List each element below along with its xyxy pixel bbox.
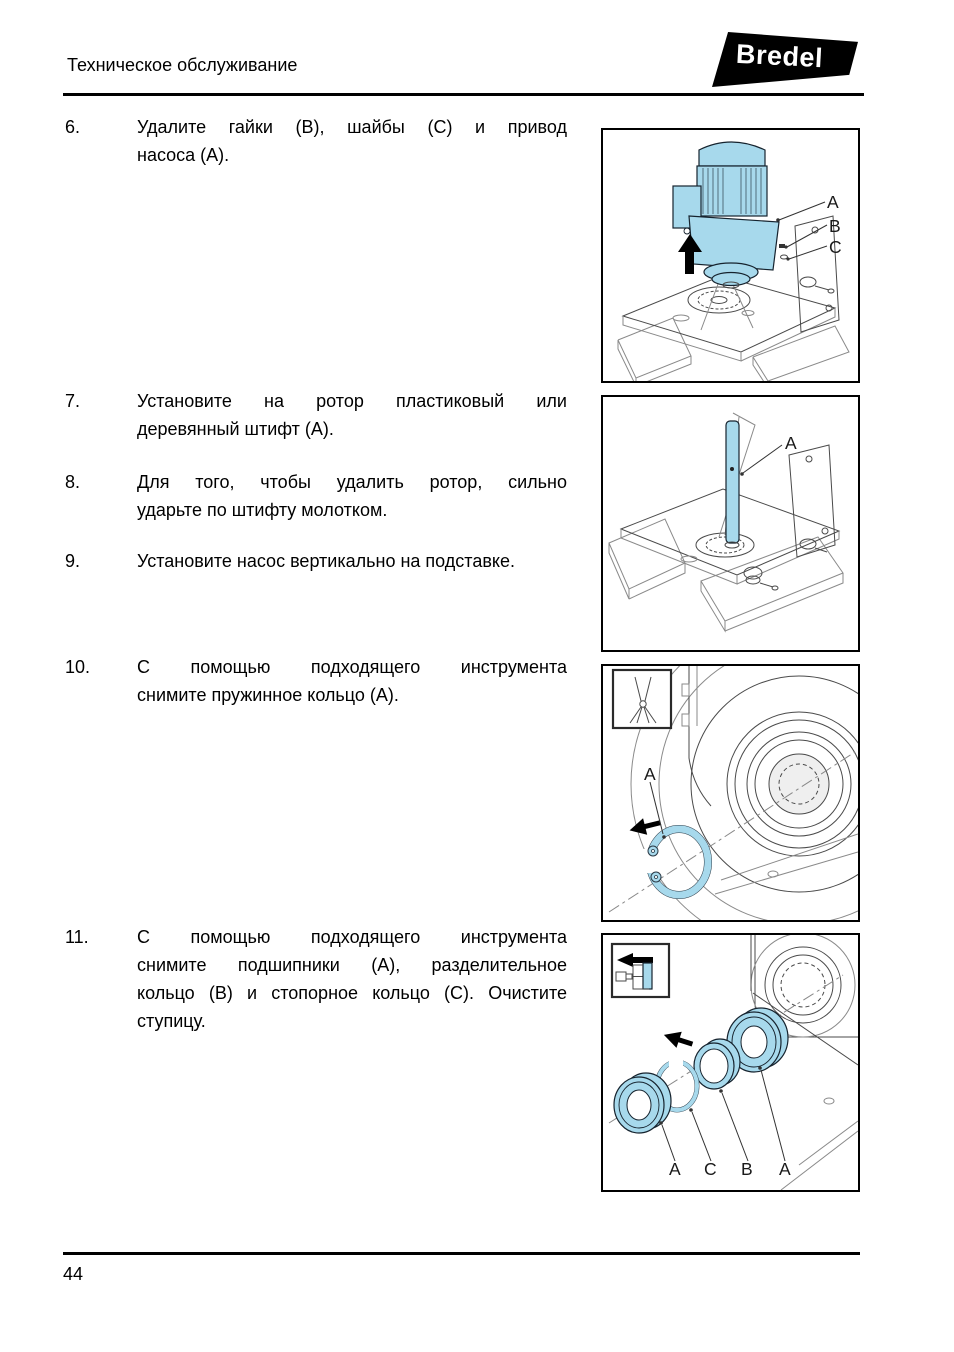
step-item-7: 7. Установите на ротор пластиковый или д…: [65, 387, 567, 443]
pump-base: [617, 215, 850, 381]
footer-divider: [63, 1252, 860, 1255]
rotor-hub-closeup: [750, 935, 858, 1190]
part-label-b: B: [741, 1159, 753, 1179]
figure-remove-drive-illustration: [617, 141, 850, 381]
step-text: Установите насос вертикально на подставк…: [137, 547, 567, 575]
up-arrow-icon: [678, 234, 702, 274]
step-text-line: снимите подшипники (A), разделительное: [137, 955, 567, 975]
leader-lines: [659, 1066, 786, 1162]
puller-tool-inset: [610, 942, 671, 999]
step-text-line: деревянный штифт (A).: [137, 419, 334, 439]
page-number: 44: [63, 1264, 84, 1284]
part-label-c: C: [704, 1159, 717, 1179]
step-item-10: 10. С помощью подходящего инструмента сн…: [65, 653, 567, 709]
figure-wooden-pin-illustration: [608, 412, 844, 633]
step-item-8: 8. Для того, чтобы удалить ротор, сильно…: [65, 468, 567, 524]
brand-logo-text: Bredel: [735, 38, 824, 74]
step-text: Установите на ротор пластиковый или дере…: [137, 387, 567, 443]
step-text-line: насоса (A).: [137, 145, 230, 165]
figure-remove-drive: A B C: [601, 128, 860, 383]
step-text-line: Установите на ротор пластиковый или: [137, 391, 567, 411]
figure-wooden-pin: A: [601, 395, 860, 652]
step-text-line: кольцо (B) и стопорное кольцо (C). Очист…: [137, 983, 567, 1003]
part-label-a: A: [827, 192, 839, 212]
pump-drive: [672, 141, 780, 289]
leader-lines: [776, 201, 828, 261]
center-axis: [608, 751, 856, 913]
nut-glyph: [779, 244, 785, 248]
part-label-c: C: [829, 237, 842, 257]
bearing-left: [613, 1072, 672, 1134]
figure-remove-bearings: A C B A: [601, 933, 860, 1192]
step-text: Для того, чтобы удалить ротор, сильно уд…: [137, 468, 567, 524]
step-text: Удалите гайки (B), шайбы (C) и привод на…: [137, 113, 567, 169]
step-text-line: Установите насос вертикально на подставк…: [137, 551, 515, 571]
spacer-ring: [693, 1038, 741, 1090]
figure-remove-bearings-illustration: [608, 935, 858, 1190]
part-label-a: A: [669, 1159, 681, 1179]
rotor-hub-closeup: [630, 666, 858, 920]
step-text: С помощью подходящего инструмента снимит…: [137, 653, 567, 709]
step-number: 8.: [65, 472, 81, 492]
step-text-line: Удалите гайки (B), шайбы (C) и привод: [137, 117, 567, 137]
step-text-line: снимите пружинное кольцо (A).: [137, 685, 399, 705]
part-label-a: A: [785, 433, 797, 453]
figure-remove-circlip-illustration: [608, 666, 858, 920]
brand-logo: Bredel: [712, 32, 858, 87]
step-text-line: Для того, чтобы удалить ротор, сильно: [137, 472, 567, 492]
part-label-b: B: [829, 216, 841, 236]
bearing-right: [726, 1007, 789, 1073]
step-number: 7.: [65, 391, 81, 411]
pull-arrow-icon: [663, 1031, 694, 1048]
wooden-pin: [724, 420, 740, 549]
puller-tool-icon: [615, 953, 653, 990]
step-item-11: 11. С помощью подходящего инструмента сн…: [65, 923, 567, 1035]
step-number: 11.: [65, 927, 89, 947]
step-item-9: 9. Установите насос вертикально на подст…: [65, 547, 567, 575]
step-text-line: С помощью подходящего инструмента: [137, 927, 567, 947]
figure-remove-circlip: A: [601, 664, 860, 922]
step-text-line: ступицу.: [137, 1011, 206, 1031]
section-title: Техническое обслуживание: [67, 55, 298, 75]
step-number: 6.: [65, 117, 81, 137]
circlip: [641, 825, 712, 899]
circlip-pliers-inset: [611, 668, 673, 730]
step-text-line: С помощью подходящего инструмента: [137, 657, 567, 677]
step-item-6: 6. Удалите гайки (B), шайбы (C) и привод…: [65, 113, 567, 169]
pull-arrow-icon: [629, 818, 662, 835]
leader-lines: [649, 781, 666, 839]
support-blocks: [608, 518, 844, 633]
step-number: 9.: [65, 551, 81, 571]
circlip-pliers-icon: [629, 676, 657, 724]
part-label-a: A: [644, 764, 656, 784]
step-text: С помощью подходящего инструмента снимит…: [137, 923, 567, 1035]
step-number: 10.: [65, 657, 91, 677]
leader-lines: [740, 444, 783, 476]
part-label-a: A: [779, 1159, 791, 1179]
header-divider: [63, 93, 864, 96]
washer-glyph: [780, 254, 788, 260]
step-text-line: ударьте по штифту молотком.: [137, 500, 388, 520]
